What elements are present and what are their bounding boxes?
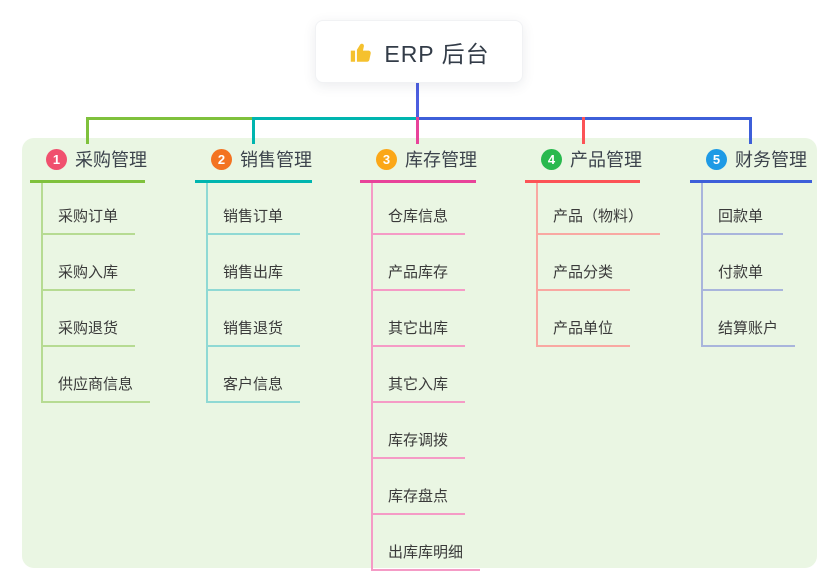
connector-line (253, 117, 417, 120)
subtopic-node[interactable]: 产品分类 (538, 235, 631, 291)
branch-item-list: 采购订单采购入库采购退货供应商信息 (41, 183, 151, 403)
branch-title[interactable]: 5 财务管理 (690, 146, 812, 183)
connector-line (582, 117, 585, 144)
subtopic-node[interactable]: 销售订单 (208, 183, 301, 235)
branch-title[interactable]: 3 库存管理 (360, 146, 477, 183)
connector-line (749, 117, 752, 144)
branch-title[interactable]: 4 产品管理 (525, 146, 642, 183)
subtopic-node[interactable]: 其它入库 (373, 347, 466, 403)
branch-number-badge: 3 (376, 148, 397, 170)
subtopic-node[interactable]: 仓库信息 (373, 183, 466, 235)
branch-label: 库存管理 (405, 150, 477, 170)
subtopic-node[interactable]: 回款单 (703, 183, 783, 235)
branch-label: 销售管理 (240, 150, 312, 170)
branch-item-list: 销售订单销售出库销售退货客户信息 (206, 183, 301, 403)
subtopic-node[interactable]: 产品单位 (538, 291, 631, 347)
branches-panel (22, 138, 817, 568)
connector-line (86, 117, 89, 144)
branch-item-list: 产品（物料）产品分类产品单位 (536, 183, 661, 347)
branch-财务管理: 5 财务管理回款单付款单结算账户 (690, 146, 812, 347)
branch-number-badge: 1 (46, 148, 67, 170)
subtopic-node[interactable]: 库存盘点 (373, 459, 466, 515)
thumbs-up-icon (348, 39, 374, 65)
root-node[interactable]: ERP 后台 (315, 20, 523, 83)
branch-number-badge: 5 (706, 148, 727, 170)
branch-number-badge: 4 (541, 148, 562, 170)
branch-库存管理: 3 库存管理仓库信息产品库存其它出库其它入库库存调拨库存盘点出库库明细 (360, 146, 481, 571)
connector-line (252, 117, 255, 144)
subtopic-node[interactable]: 其它出库 (373, 291, 466, 347)
branch-销售管理: 2 销售管理销售订单销售出库销售退货客户信息 (195, 146, 312, 403)
subtopic-node[interactable]: 出库库明细 (373, 515, 481, 571)
subtopic-node[interactable]: 销售退货 (208, 291, 301, 347)
branch-产品管理: 4 产品管理产品（物料）产品分类产品单位 (525, 146, 661, 347)
subtopic-node[interactable]: 供应商信息 (43, 347, 151, 403)
branch-label: 采购管理 (75, 150, 147, 170)
subtopic-node[interactable]: 产品库存 (373, 235, 466, 291)
root-node-label: ERP 后台 (384, 40, 490, 67)
subtopic-node[interactable]: 采购入库 (43, 235, 136, 291)
subtopic-node[interactable]: 采购退货 (43, 291, 136, 347)
subtopic-node[interactable]: 库存调拨 (373, 403, 466, 459)
branch-title[interactable]: 1 采购管理 (30, 146, 147, 183)
branch-title[interactable]: 2 销售管理 (195, 146, 312, 183)
subtopic-node[interactable]: 产品（物料） (538, 183, 661, 235)
subtopic-node[interactable]: 客户信息 (208, 347, 301, 403)
subtopic-node[interactable]: 付款单 (703, 235, 783, 291)
connector-line (416, 83, 419, 119)
subtopic-node[interactable]: 结算账户 (703, 291, 796, 347)
branch-item-list: 回款单付款单结算账户 (701, 183, 796, 347)
subtopic-node[interactable]: 销售出库 (208, 235, 301, 291)
branch-采购管理: 1 采购管理采购订单采购入库采购退货供应商信息 (30, 146, 151, 403)
branch-item-list: 仓库信息产品库存其它出库其它入库库存调拨库存盘点出库库明细 (371, 183, 481, 571)
connector-line (86, 117, 255, 120)
subtopic-node[interactable]: 采购订单 (43, 183, 136, 235)
branch-label: 财务管理 (735, 150, 807, 170)
connector-line (416, 117, 419, 144)
branch-label: 产品管理 (570, 150, 642, 170)
branch-number-badge: 2 (211, 148, 232, 170)
